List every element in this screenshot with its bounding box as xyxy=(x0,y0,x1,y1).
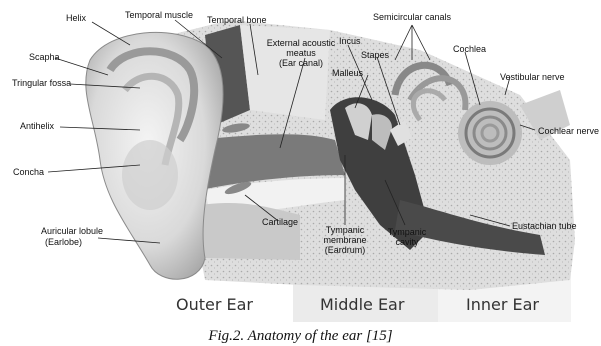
label-tringular-fossa: Tringular fossa xyxy=(12,78,71,88)
label-temporal-muscle: Temporal muscle xyxy=(125,10,193,20)
label-external-acoustic-3: (Ear canal) xyxy=(256,58,346,68)
label-cochlea: Cochlea xyxy=(453,44,486,54)
label-cartilage: Cartilage xyxy=(262,217,298,227)
region-outer-ear: Outer Ear xyxy=(176,295,253,314)
label-antihelix: Antihelix xyxy=(20,121,54,131)
label-tympanic-membrane-2: membrane xyxy=(312,235,378,245)
label-vestibular-nerve: Vestibular nerve xyxy=(500,72,565,82)
label-auricular-lobule: Auricular lobule xyxy=(41,226,103,236)
label-tympanic-cavity-1: Tympanic xyxy=(381,227,433,237)
region-inner-ear: Inner Ear xyxy=(466,295,539,314)
label-scapha: Scapha xyxy=(29,52,60,62)
label-tympanic-membrane-1: Tympanic xyxy=(312,225,378,235)
label-concha: Concha xyxy=(13,167,44,177)
label-semicircular-canals: Semicircular canals xyxy=(373,12,451,22)
label-tympanic-membrane-3: (Eardrum) xyxy=(312,245,378,255)
concha-bowl xyxy=(122,140,178,210)
cochlea-shape xyxy=(458,101,522,165)
figure-caption: Fig.2. Anatomy of the ear [15] xyxy=(0,328,601,345)
label-external-acoustic-2: meatus xyxy=(256,48,346,58)
label-tympanic-cavity-2: cavity xyxy=(381,237,433,247)
label-temporal-bone: Temporal bone xyxy=(207,15,267,25)
label-helix: Helix xyxy=(66,13,86,23)
cartilage-block xyxy=(200,203,300,260)
label-external-acoustic-1: External acoustic xyxy=(256,38,346,48)
label-eustachian-tube: Eustachian tube xyxy=(512,221,577,231)
label-cochlear-nerve: Cochlear nerve xyxy=(538,126,599,136)
label-stapes: Stapes xyxy=(361,50,389,60)
region-middle-ear: Middle Ear xyxy=(320,295,404,314)
label-malleus: Malleus xyxy=(332,68,363,78)
label-earlobe: (Earlobe) xyxy=(45,237,82,247)
label-incus: Incus xyxy=(339,36,361,46)
